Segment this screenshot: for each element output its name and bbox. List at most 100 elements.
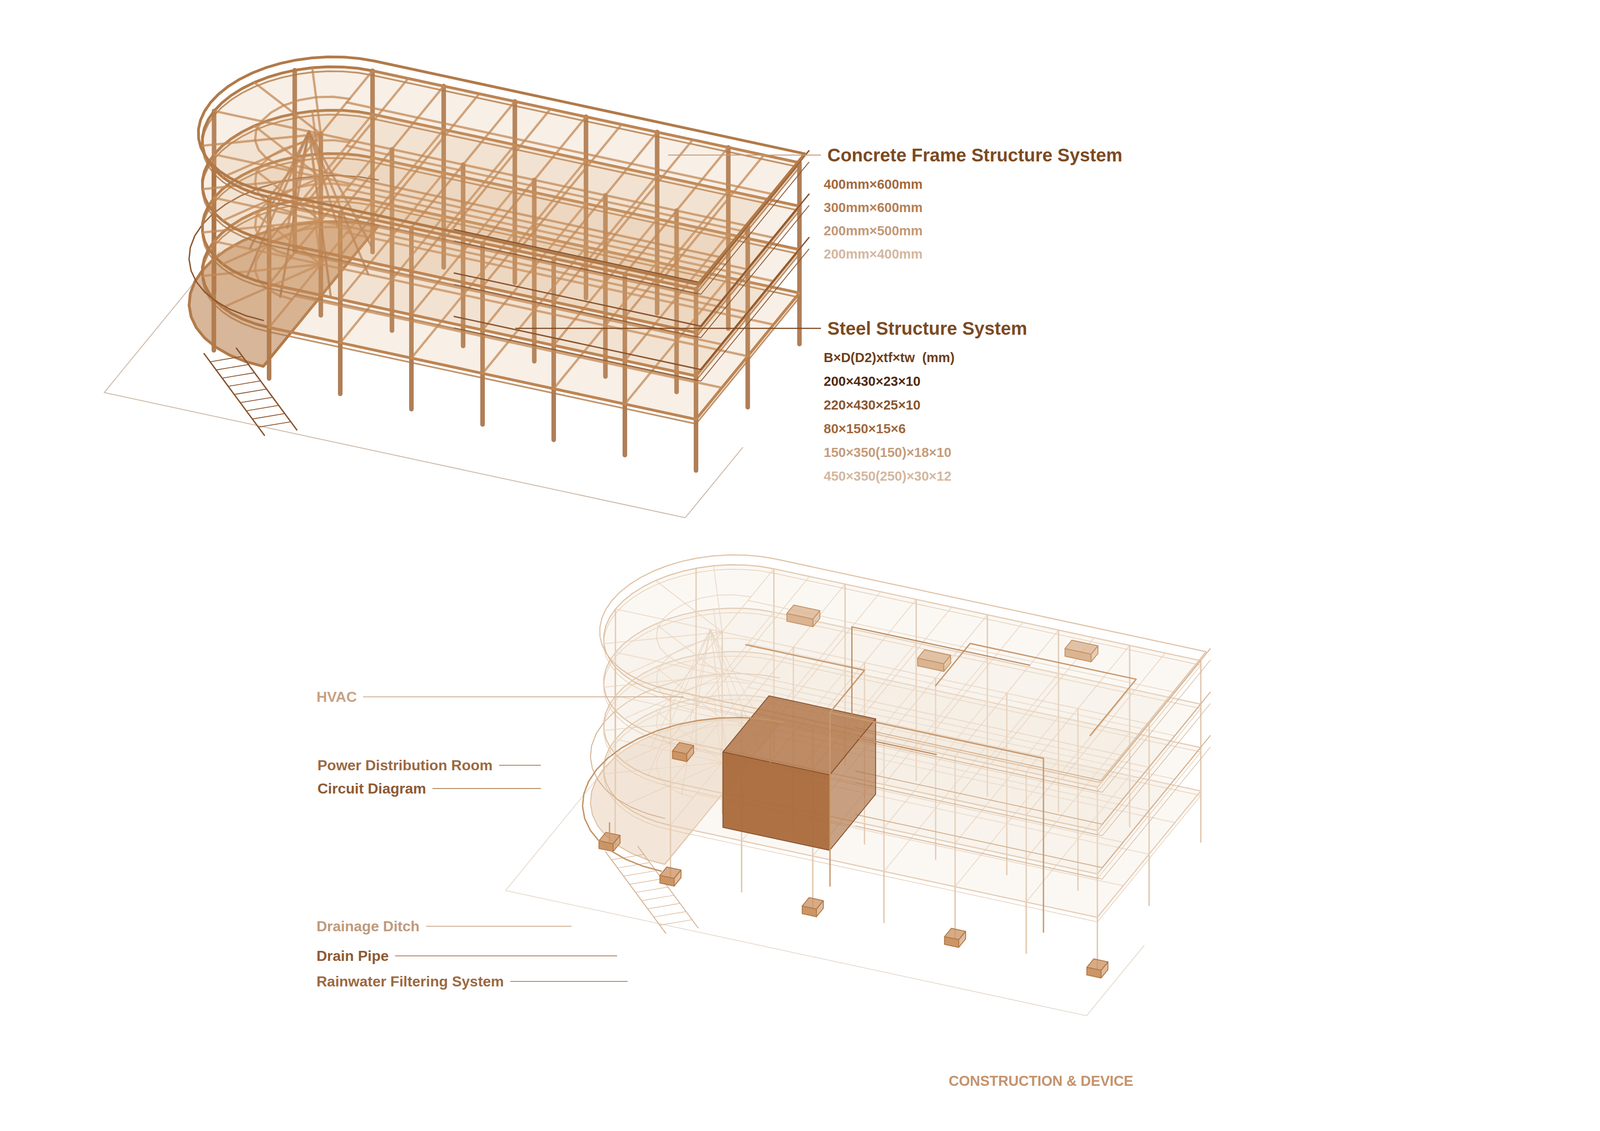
dimension-label: 400mm×600mm [823, 176, 923, 193]
dimension-label: 200mm×400mm [823, 246, 923, 262]
beam [446, 109, 551, 236]
beam [624, 147, 729, 274]
callout-label: Drain Pipe [316, 947, 389, 965]
circuit-line [851, 627, 1030, 714]
dimension-label: B×D(D2)xtf×tw (mm) [823, 350, 955, 366]
service-pipe [829, 712, 831, 887]
stair [653, 911, 686, 918]
leader-line [394, 955, 618, 957]
footing [674, 870, 681, 887]
hvac-unit [1090, 645, 1098, 662]
beam [656, 594, 751, 668]
floor-slab [603, 564, 1201, 788]
stair [635, 887, 669, 893]
leader-line [425, 925, 572, 927]
stair [659, 919, 693, 926]
footing [944, 936, 959, 948]
footing [672, 750, 687, 762]
leader-lines [363, 155, 821, 982]
beam [615, 608, 723, 632]
hvac-unit [1064, 648, 1091, 662]
dimension-label: 80×150×15×6 [823, 421, 906, 437]
stair [647, 903, 681, 910]
circuit-line [770, 718, 937, 763]
hvac-unit [812, 610, 820, 627]
stair [252, 413, 285, 420]
beam [312, 67, 322, 135]
footing [802, 906, 817, 918]
railing [454, 162, 810, 295]
sheet-caption: CONSTRUCTION & DEVICE [948, 1073, 1134, 1090]
stair [258, 421, 291, 428]
dimension-label: 150×350(150)×18×10 [823, 445, 952, 461]
railing [855, 648, 1211, 781]
beam [589, 139, 693, 266]
footing [1086, 967, 1102, 979]
service-pipe [608, 822, 611, 842]
beam [482, 116, 587, 244]
footing [816, 900, 824, 917]
stair [611, 854, 645, 860]
beam [340, 86, 444, 213]
leader-line [498, 764, 541, 766]
stair [210, 356, 243, 362]
leader-line [432, 788, 541, 790]
floor-slab [202, 66, 800, 290]
services-axonometric [505, 555, 1211, 1016]
footing [686, 745, 694, 762]
structure-axonometric [103, 57, 809, 518]
beam [660, 155, 764, 282]
beam [411, 101, 515, 228]
footing [659, 875, 675, 887]
beam [623, 632, 723, 676]
service-pipe [935, 643, 1137, 736]
beam [202, 134, 321, 146]
hvac-unit [786, 613, 813, 627]
leader-line [668, 154, 821, 156]
leader-line [510, 981, 628, 982]
power-distribution-room [722, 752, 830, 851]
leader-line [363, 696, 684, 698]
stair [234, 389, 267, 395]
floor-slab [202, 71, 800, 294]
roof-upstand [198, 57, 805, 285]
roof-upstand [599, 555, 1206, 783]
stair [246, 405, 279, 411]
floor-slab [603, 569, 1201, 792]
beam [1061, 653, 1166, 780]
footing [612, 835, 620, 852]
beam [990, 637, 1095, 764]
beam [713, 566, 723, 633]
beam [553, 132, 658, 259]
power-distribution-room [829, 718, 876, 851]
beam [254, 82, 321, 135]
dimension-label: 220×430×25×10 [823, 397, 921, 413]
stair [222, 372, 255, 379]
railing [855, 660, 1211, 793]
service-pipe [1042, 758, 1045, 933]
column [1200, 660, 1202, 843]
stair [623, 870, 656, 877]
drainage-ditch [582, 717, 784, 872]
beam [254, 96, 350, 170]
stair [216, 364, 249, 370]
stair [629, 878, 662, 885]
dimension-label: 300mm×600mm [823, 200, 923, 216]
footing [1101, 961, 1108, 978]
beam [955, 630, 1059, 757]
callout-label: Rainwater Filtering System [316, 973, 504, 991]
callout-label: Circuit Diagram [317, 780, 426, 798]
stair [641, 895, 675, 901]
dimension-label: 200×430×23×10 [823, 374, 921, 390]
beam [1026, 645, 1130, 772]
beam [222, 134, 321, 178]
railing [454, 150, 810, 283]
beam [518, 124, 622, 251]
service-pipe [745, 644, 1044, 759]
beam [375, 93, 480, 221]
stair [240, 397, 273, 403]
callout-label: Drainage Ditch [316, 918, 420, 936]
stair [228, 380, 261, 387]
